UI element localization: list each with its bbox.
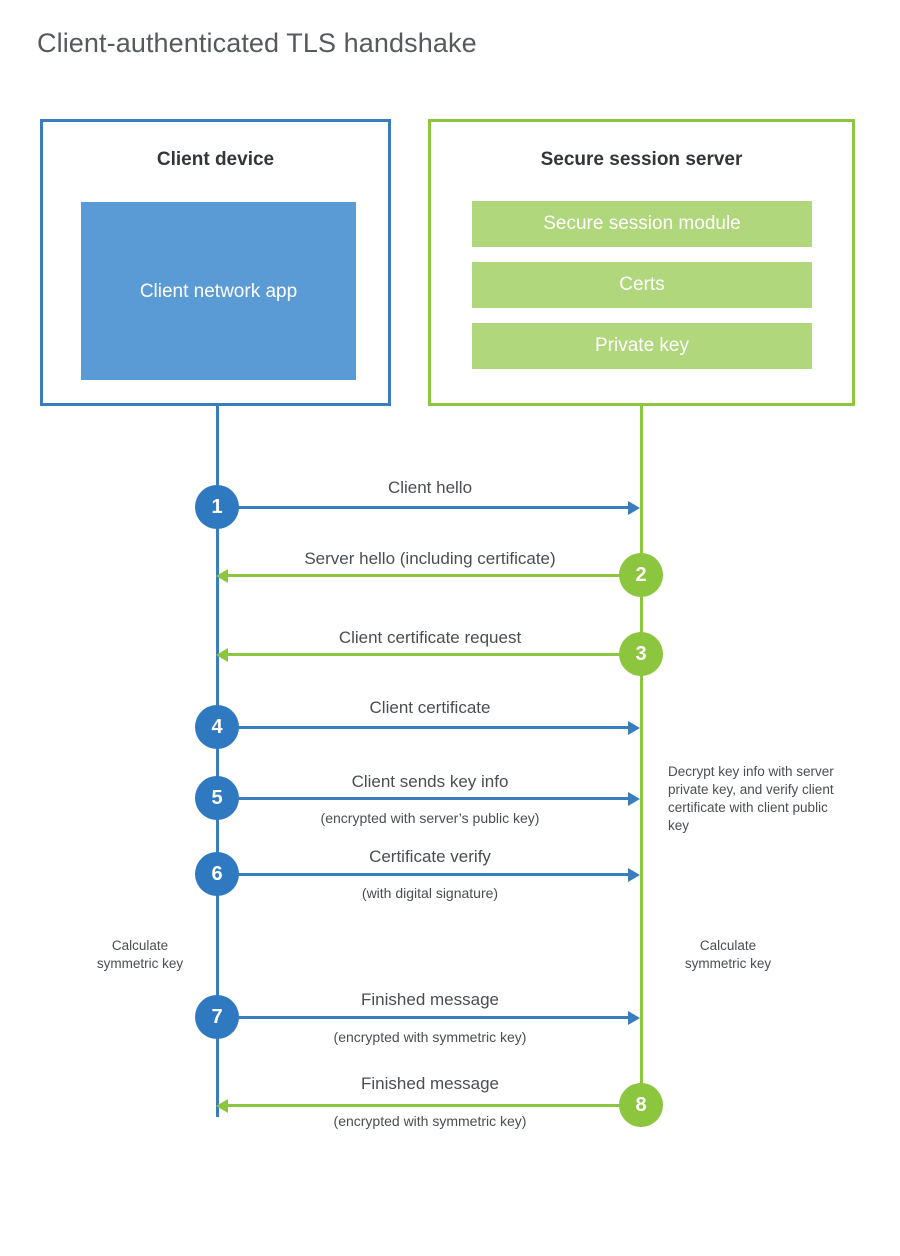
step-6-sublabel: (with digital signature) — [361, 885, 499, 901]
step-7-label: Finished message — [361, 990, 499, 1009]
server-decrypt-note: Decrypt key info with server private key… — [668, 764, 834, 833]
server-item-private-key: Private key — [472, 323, 812, 369]
step-2-arrow-line — [228, 574, 642, 577]
client-device-title: Client device — [156, 149, 275, 170]
secure-session-server-title: Secure session server — [540, 149, 743, 170]
step-4-arrow-line — [218, 726, 630, 729]
step-5-arrow-head — [628, 791, 640, 806]
step-4-label: Client certificate — [369, 698, 491, 717]
step-6-label: Certificate verify — [369, 847, 491, 866]
step-4-marker[interactable]: 4 — [195, 705, 239, 749]
step-8-label: Finished message — [361, 1074, 499, 1093]
step-1-arrow-line — [218, 506, 630, 509]
client-network-app-block: Client network app — [81, 202, 356, 380]
step-2-label: Server hello (including certificate) — [304, 549, 556, 568]
step-8-marker[interactable]: 8 — [619, 1083, 663, 1127]
step-3-label: Client certificate request — [338, 628, 522, 647]
step-1-label: Client hello — [387, 478, 473, 497]
step-7-arrow-line — [218, 1016, 630, 1019]
step-7-arrow-head — [628, 1010, 640, 1025]
step-1-marker[interactable]: 1 — [195, 485, 239, 529]
server-item-secure-session-module: Secure session module — [472, 201, 812, 247]
page-title: Client-authenticated TLS handshake — [37, 28, 477, 58]
step-6-arrow-line — [218, 873, 630, 876]
step-1-arrow-head — [628, 500, 640, 515]
server-calculate-symmetric-key-note: Calculate symmetric key — [684, 938, 772, 971]
client-lifeline — [216, 406, 219, 1117]
server-lifeline — [640, 406, 643, 1105]
step-3-arrow-line — [228, 653, 642, 656]
step-2-arrow-head — [216, 568, 228, 583]
step-3-arrow-head — [216, 647, 228, 662]
step-8-sublabel: (encrypted with symmetric key) — [333, 1113, 527, 1129]
step-4-arrow-head — [628, 720, 640, 735]
step-6-arrow-head — [628, 867, 640, 882]
step-7-sublabel: (encrypted with symmetric key) — [333, 1029, 527, 1045]
step-8-arrow-head — [216, 1098, 228, 1113]
client-calculate-symmetric-key-note: Calculate symmetric key — [96, 938, 184, 971]
step-5-sublabel: (encrypted with server’s public key) — [320, 810, 540, 826]
step-6-marker[interactable]: 6 — [195, 852, 239, 896]
step-5-label: Client sends key info — [351, 772, 509, 791]
step-7-marker[interactable]: 7 — [195, 995, 239, 1039]
step-3-marker[interactable]: 3 — [619, 632, 663, 676]
secure-session-server-box: Secure session server Secure session mod… — [428, 119, 855, 406]
client-device-box: Client device Client network app — [40, 119, 391, 406]
step-5-marker[interactable]: 5 — [195, 776, 239, 820]
server-item-certs: Certs — [472, 262, 812, 308]
step-8-arrow-line — [228, 1104, 642, 1107]
step-2-marker[interactable]: 2 — [619, 553, 663, 597]
step-5-arrow-line — [218, 797, 630, 800]
